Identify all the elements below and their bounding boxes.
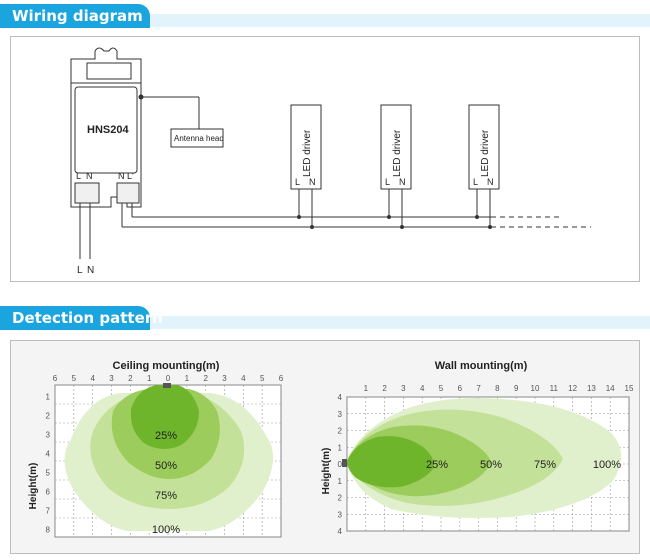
wall-label-75: 75%	[534, 459, 556, 471]
ceiling-sensor-marker	[163, 383, 171, 388]
detection-pattern-header: Detection pattern	[0, 306, 650, 332]
ceiling-x-tick: 6	[53, 374, 58, 383]
ceiling-chart-title: Ceiling mounting(m)	[113, 360, 220, 372]
ceiling-y-tick: 8	[46, 525, 51, 534]
driver-terminal-L: L	[385, 177, 390, 187]
ceiling-y-tick: 4	[46, 449, 51, 458]
detection-panel: Ceiling mounting(m) Height(m) 25% 50% 75…	[10, 340, 640, 554]
module-label: HNS204	[87, 124, 129, 136]
wall-x-tick: 3	[401, 384, 406, 393]
wall-y-tick: 2	[338, 427, 343, 436]
led-driver-label: LED driver	[302, 129, 313, 177]
wall-y-tick: 4	[338, 527, 343, 536]
ceiling-y-tick: 5	[46, 468, 51, 477]
ceiling-x-tick: 5	[72, 374, 77, 383]
led-driver-box	[290, 104, 322, 190]
wall-y-tick: 4	[338, 393, 343, 402]
wall-sensor-marker	[342, 459, 347, 467]
wall-x-tick: 7	[476, 384, 481, 393]
dip-switch	[86, 62, 132, 80]
header-bar	[0, 14, 650, 27]
ceiling-x-tick: 0	[166, 374, 171, 383]
ceiling-label-75: 75%	[155, 490, 177, 502]
wall-label-100: 100%	[593, 459, 621, 471]
wall-chart-title: Wall mounting(m)	[435, 360, 528, 372]
ceiling-label-100: 100%	[152, 524, 180, 536]
wall-x-tick: 15	[625, 384, 634, 393]
terminal-L: L	[76, 171, 81, 181]
driver-terminal-L: L	[295, 177, 300, 187]
wiring-panel: HNS204 Antenna head L N N L' L N LED dri…	[10, 36, 640, 282]
ceiling-x-tick: 2	[128, 374, 133, 383]
ceiling-y-tick: 1	[46, 392, 51, 401]
wiring-diagram-title: Wiring diagram	[12, 7, 143, 25]
wall-x-tick: 4	[420, 384, 425, 393]
wall-y-tick: 3	[338, 410, 343, 419]
ceiling-y-tick: 3	[46, 430, 51, 439]
wiring-svg: HNS204 Antenna head L N N L' L N LED dri…	[70, 47, 591, 276]
wall-x-tick: 5	[439, 384, 444, 393]
header-tab	[0, 306, 150, 330]
ceiling-x-tick: 1	[147, 374, 152, 383]
driver-terminal-N: N	[487, 177, 494, 187]
terminal-N: N	[86, 171, 93, 181]
wall-x-tick: 10	[531, 384, 540, 393]
wall-x-tick: 8	[495, 384, 500, 393]
ceiling-y-tick: 2	[46, 411, 51, 420]
wall-y-tick: 3	[338, 510, 343, 519]
terminal-N2: N	[118, 171, 125, 181]
antenna-head-label: Antenna head	[174, 134, 224, 143]
wiring-diagram-header: Wiring diagram	[0, 4, 650, 30]
ceiling-x-tick: 6	[279, 374, 284, 383]
wall-x-tick: 13	[587, 384, 596, 393]
ceiling-x-tick: 5	[260, 374, 265, 383]
led-driver-label: LED driver	[480, 129, 491, 177]
wall-x-tick: 2	[382, 384, 387, 393]
detection-svg: Ceiling mounting(m) Height(m) 25% 50% 75…	[28, 360, 634, 538]
ceiling-label-50: 50%	[155, 460, 177, 472]
ceiling-x-tick: 3	[109, 374, 114, 383]
led-driver-box	[380, 104, 412, 190]
ceiling-chart-ylabel: Height(m)	[28, 463, 39, 510]
wall-y-tick: 1	[338, 443, 343, 452]
detection-pattern-title: Detection pattern	[12, 309, 163, 327]
ceiling-x-tick: 4	[90, 374, 95, 383]
ceiling-y-tick: 7	[46, 506, 51, 515]
wall-chart-ylabel: Height(m)	[321, 448, 332, 495]
terminal-L-prime: L'	[127, 171, 134, 181]
driver-terminal-L: L	[473, 177, 478, 187]
wall-x-tick: 14	[606, 384, 615, 393]
ceiling-x-tick: 4	[241, 374, 246, 383]
ceiling-x-tick: 1	[185, 374, 190, 383]
ceiling-zone-25	[130, 385, 199, 449]
input-L: L	[77, 265, 83, 276]
driver-terminal-N: N	[309, 177, 316, 187]
antenna-head-box	[170, 128, 224, 148]
wall-zone-25	[347, 436, 434, 488]
input-N: N	[87, 265, 94, 276]
ceiling-x-tick: 3	[222, 374, 227, 383]
ceiling-label-25: 25%	[155, 430, 177, 442]
ceiling-x-tick: 2	[203, 374, 208, 383]
wall-x-tick: 6	[458, 384, 463, 393]
led-driver-label: LED driver	[392, 129, 403, 177]
header-bar	[0, 316, 650, 329]
wall-x-tick: 11	[550, 384, 559, 393]
wall-x-tick: 12	[568, 384, 577, 393]
driver-terminal-N: N	[399, 177, 406, 187]
wall-x-tick: 1	[364, 384, 369, 393]
wall-x-tick: 9	[514, 384, 519, 393]
wall-y-tick: 0	[338, 460, 343, 469]
wall-y-tick: 2	[338, 494, 343, 503]
wall-label-25: 25%	[426, 459, 448, 471]
header-tab	[0, 4, 150, 28]
wall-label-50: 50%	[480, 459, 502, 471]
led-driver-box	[468, 104, 500, 190]
wall-y-tick: 1	[338, 477, 343, 486]
ceiling-zones	[64, 385, 274, 531]
wall-zones	[347, 398, 622, 518]
ceiling-y-tick: 6	[46, 487, 51, 496]
